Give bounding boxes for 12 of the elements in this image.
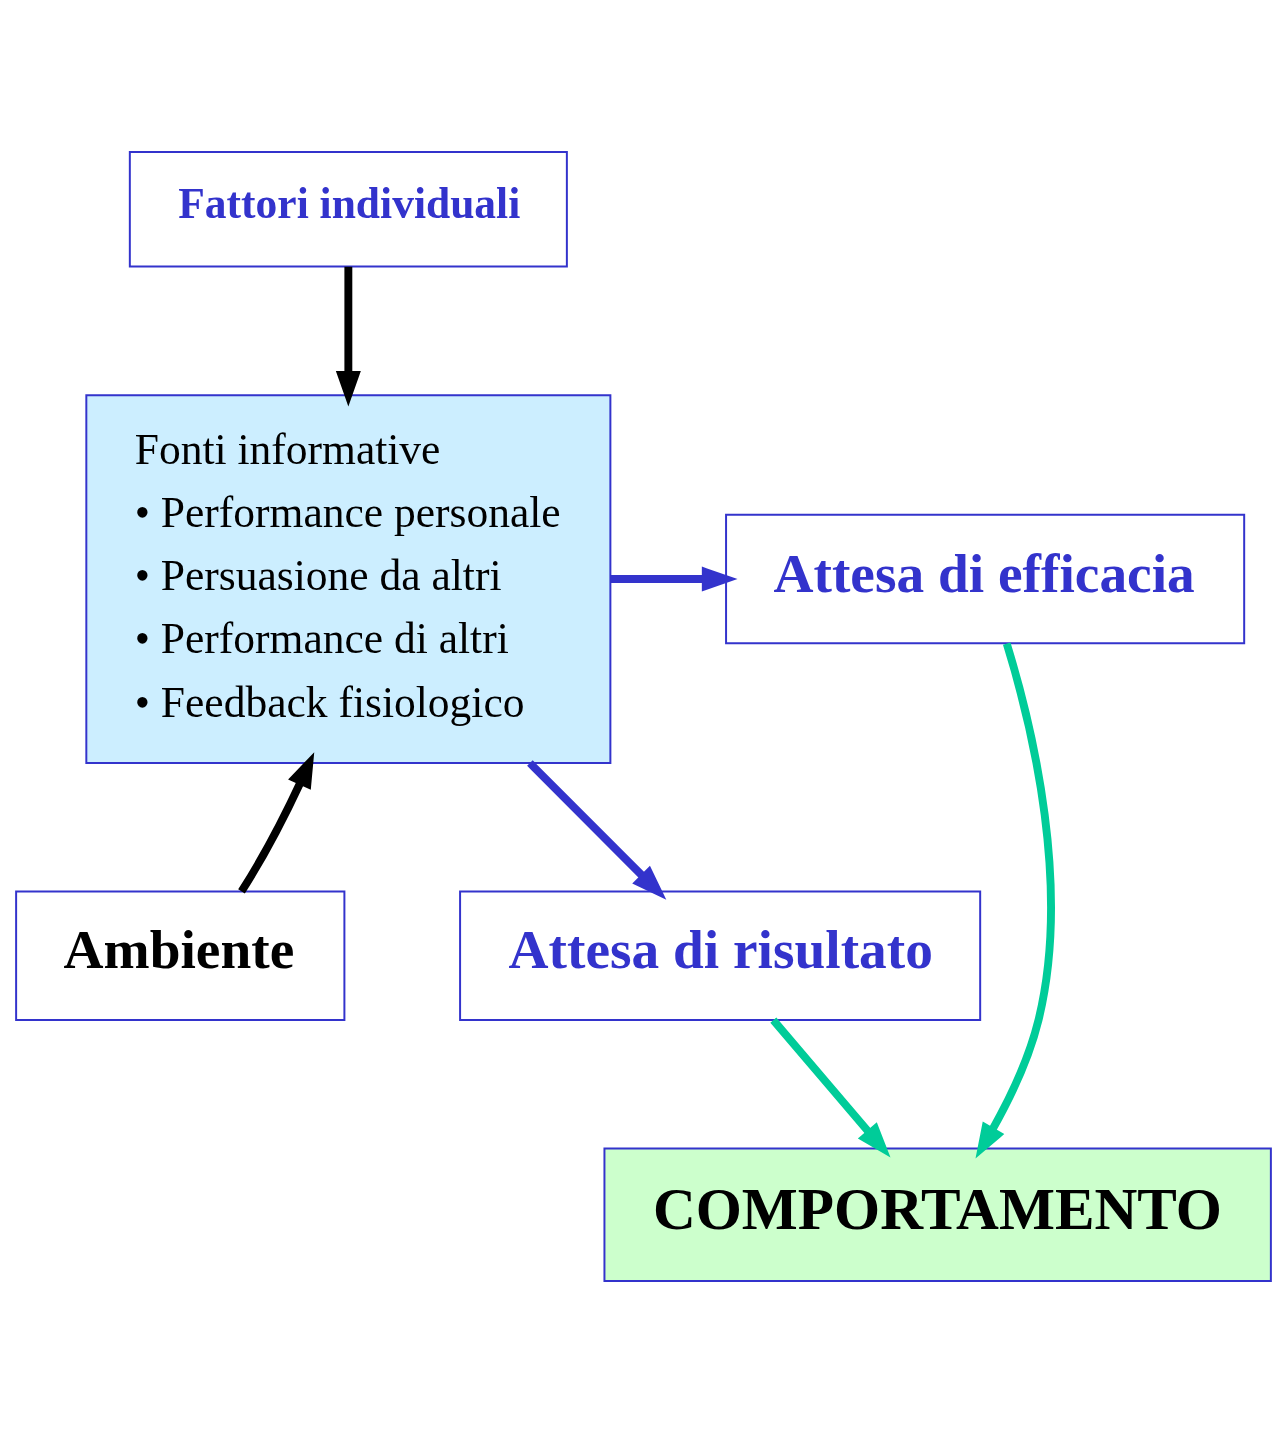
arrow [335,266,361,407]
node-box: Fattori individuali [128,150,568,268]
node-box: COMPORTAMENTO [603,1147,1272,1283]
arrow [527,760,667,900]
arrow [770,1017,891,1158]
node-box: Ambiente [15,890,346,1022]
node-box: Fonti informative • Performance personale • Persuasione da altri • Performance di altri • Feedback fisiologico [85,394,612,764]
arrow [610,566,738,592]
node-box: Attesa di risultato [459,890,982,1022]
arrow [975,642,1055,1159]
node-box: Attesa di efficacia [725,513,1246,645]
arrow [238,752,315,894]
